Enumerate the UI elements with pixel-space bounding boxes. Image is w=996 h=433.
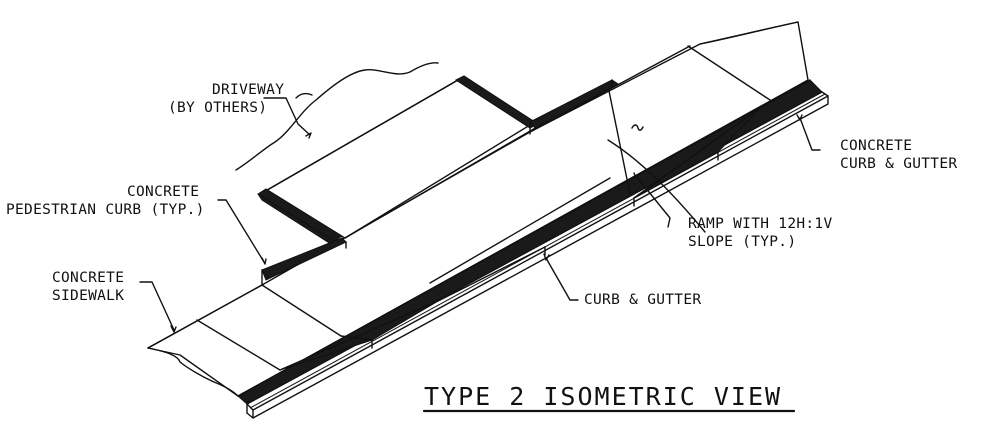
pedestrian-curbs bbox=[257, 75, 619, 286]
driveway-label-line1: DRIVEWAY bbox=[212, 82, 284, 98]
break-line-right bbox=[699, 21, 799, 45]
drawing-title: TYPE 2 ISOMETRIC VIEW bbox=[424, 382, 782, 411]
curb-gutter-leader-right bbox=[799, 117, 821, 151]
pedestrian-curb-label-line1: CONCRETE bbox=[127, 184, 199, 200]
sidewalk-label-line2: SIDEWALK bbox=[52, 288, 124, 304]
pedestrian-curb-label-line2: PEDESTRIAN CURB (TYP.) bbox=[6, 202, 205, 218]
ramp-leader bbox=[635, 175, 671, 228]
break-line-left bbox=[147, 347, 239, 397]
sidewalk-label-line1: CONCRETE bbox=[52, 270, 124, 286]
ramp-label-line1: RAMP WITH 12H:1V bbox=[688, 216, 832, 232]
leader-lines bbox=[139, 97, 821, 333]
driveway-leader bbox=[263, 97, 311, 136]
curb-gutter-label: CURB & GUTTER bbox=[584, 292, 701, 308]
concrete-curb-gutter-label-line2: CURB & GUTTER bbox=[840, 156, 957, 172]
pedestrian-curb-leader bbox=[217, 199, 265, 263]
pedestrian-curb-right-edge bbox=[529, 79, 619, 129]
gutter-outer-edge bbox=[252, 95, 829, 419]
concrete-curb-gutter-label-line1: CONCRETE bbox=[840, 138, 912, 154]
sidewalk-leader bbox=[139, 281, 175, 331]
sidewalk-surface bbox=[147, 21, 809, 397]
ramps bbox=[279, 107, 761, 371]
driveway-break-line bbox=[235, 62, 439, 171]
ramp-label-line2: SLOPE (TYP.) bbox=[688, 234, 796, 250]
curb-gutter-leader-bottom bbox=[545, 257, 579, 301]
sidewalk-slab bbox=[147, 21, 811, 397]
driveway-label-line2: (BY OTHERS) bbox=[168, 100, 267, 116]
labels: DRIVEWAY (BY OTHERS) CONCRETE CURB & GUT… bbox=[6, 82, 957, 413]
